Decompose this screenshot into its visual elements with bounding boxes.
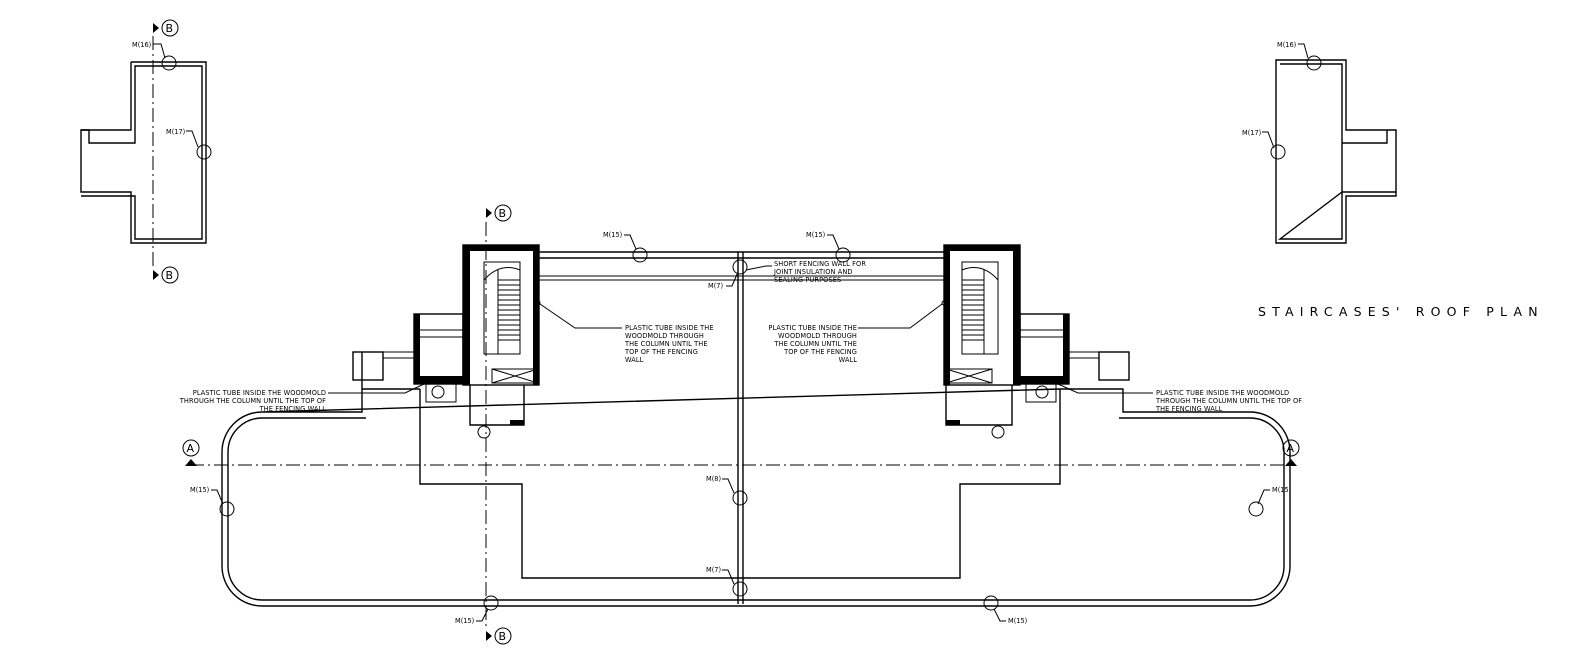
svg-text:WALL: WALL [625, 356, 644, 364]
note-short-fencing-wall: SHORT FENCING WALL FOR JOINT INSULATION … [745, 260, 866, 284]
mark-label-m15-left: M(15) [190, 486, 209, 494]
section-marker-b-top-left: B [153, 19, 179, 37]
mark-label-m15-top-left: M(15) [603, 231, 622, 239]
svg-text:SHORT FENCING WALL FOR: SHORT FENCING WALL FOR [774, 260, 866, 268]
svg-text:THE FENCING WALL: THE FENCING WALL [1155, 405, 1223, 413]
mark-label-m15-bottom-right: M(15) [1008, 617, 1027, 625]
svg-text:B: B [166, 22, 174, 35]
section-marker-b-main-bottom: B [486, 627, 512, 645]
mark-label-m15-right: M(15) [1272, 486, 1291, 494]
svg-text:TOP OF THE FENCING: TOP OF THE FENCING [783, 348, 857, 356]
mark-label-right-m17: M(17) [1242, 129, 1261, 137]
svg-text:SEALING PURPOSES: SEALING PURPOSES [774, 276, 841, 284]
section-marker-b-bottom-left: B [153, 266, 179, 284]
svg-text:THROUGH THE COLUMN UNTIL THE T: THROUGH THE COLUMN UNTIL THE TOP OF [179, 397, 326, 405]
svg-text:PLASTIC TUBE INSIDE THE WOODMO: PLASTIC TUBE INSIDE THE WOODMOLD [1156, 389, 1289, 397]
mark-label-m7-bottom: M(7) [706, 566, 721, 574]
main-roof-outline [221, 251, 1291, 607]
svg-text:THE COLUMN UNTIL THE: THE COLUMN UNTIL THE [773, 340, 857, 348]
svg-text:THROUGH THE COLUMN UNTIL THE T: THROUGH THE COLUMN UNTIL THE TOP OF [1155, 397, 1302, 405]
mark-circles-main [211, 234, 1270, 622]
staircase-core-left [352, 244, 540, 439]
section-marker-a-right: A [1282, 439, 1300, 466]
svg-text:WOODMOLD THROUGH: WOODMOLD THROUGH [778, 332, 857, 340]
svg-text:PLASTIC TUBE INSIDE THE: PLASTIC TUBE INSIDE THE [625, 324, 714, 332]
svg-text:B: B [499, 630, 507, 643]
mark-label-left-m16: M(16) [132, 41, 151, 49]
staircase-core-right [943, 244, 1130, 439]
svg-text:TOP OF THE FENCING: TOP OF THE FENCING [624, 348, 698, 356]
svg-text:B: B [499, 207, 507, 220]
mark-label-m7-top: M(7) [708, 282, 723, 290]
svg-text:PLASTIC TUBE INSIDE THE: PLASTIC TUBE INSIDE THE [768, 324, 857, 332]
drawing-title: STAIRCASES' ROOF PLAN [1258, 304, 1544, 319]
svg-text:B: B [166, 269, 174, 282]
svg-text:THE COLUMN UNTIL THE: THE COLUMN UNTIL THE [624, 340, 708, 348]
mark-label-left-m17: M(17) [166, 128, 185, 136]
mark-label-m15-top-right: M(15) [806, 231, 825, 239]
svg-text:WALL: WALL [839, 356, 858, 364]
note-tube-woodmold-left: PLASTIC TUBE INSIDE THE WOODMOLD THROUGH… [535, 300, 714, 364]
mark-label-right-m16: M(16) [1277, 41, 1296, 49]
svg-text:JOINT INSULATION AND: JOINT INSULATION AND [773, 268, 853, 276]
mark-label-m8: M(8) [706, 475, 721, 483]
staircase-roof-left: M(16) M(17) [80, 36, 212, 268]
section-marker-b-main-top: B [486, 204, 512, 222]
svg-text:WOODMOLD THROUGH: WOODMOLD THROUGH [625, 332, 704, 340]
svg-text:PLASTIC TUBE INSIDE THE WOODMO: PLASTIC TUBE INSIDE THE WOODMOLD [193, 389, 326, 397]
svg-text:THE FENCING WALL: THE FENCING WALL [259, 405, 327, 413]
note-tube-woodmold-right: PLASTIC TUBE INSIDE THE WOODMOLD THROUGH… [768, 300, 947, 364]
note-tube-column-left: PLASTIC TUBE INSIDE THE WOODMOLD THROUGH… [179, 383, 425, 413]
svg-text:A: A [1287, 442, 1295, 455]
section-marker-a-left: A [182, 439, 200, 466]
svg-text:A: A [187, 442, 195, 455]
note-tube-column-right: PLASTIC TUBE INSIDE THE WOODMOLD THROUGH… [1057, 383, 1302, 413]
staircase-roof-right: M(16) M(17) [1242, 41, 1397, 244]
mark-label-m15-bottom-left: M(15) [455, 617, 474, 625]
